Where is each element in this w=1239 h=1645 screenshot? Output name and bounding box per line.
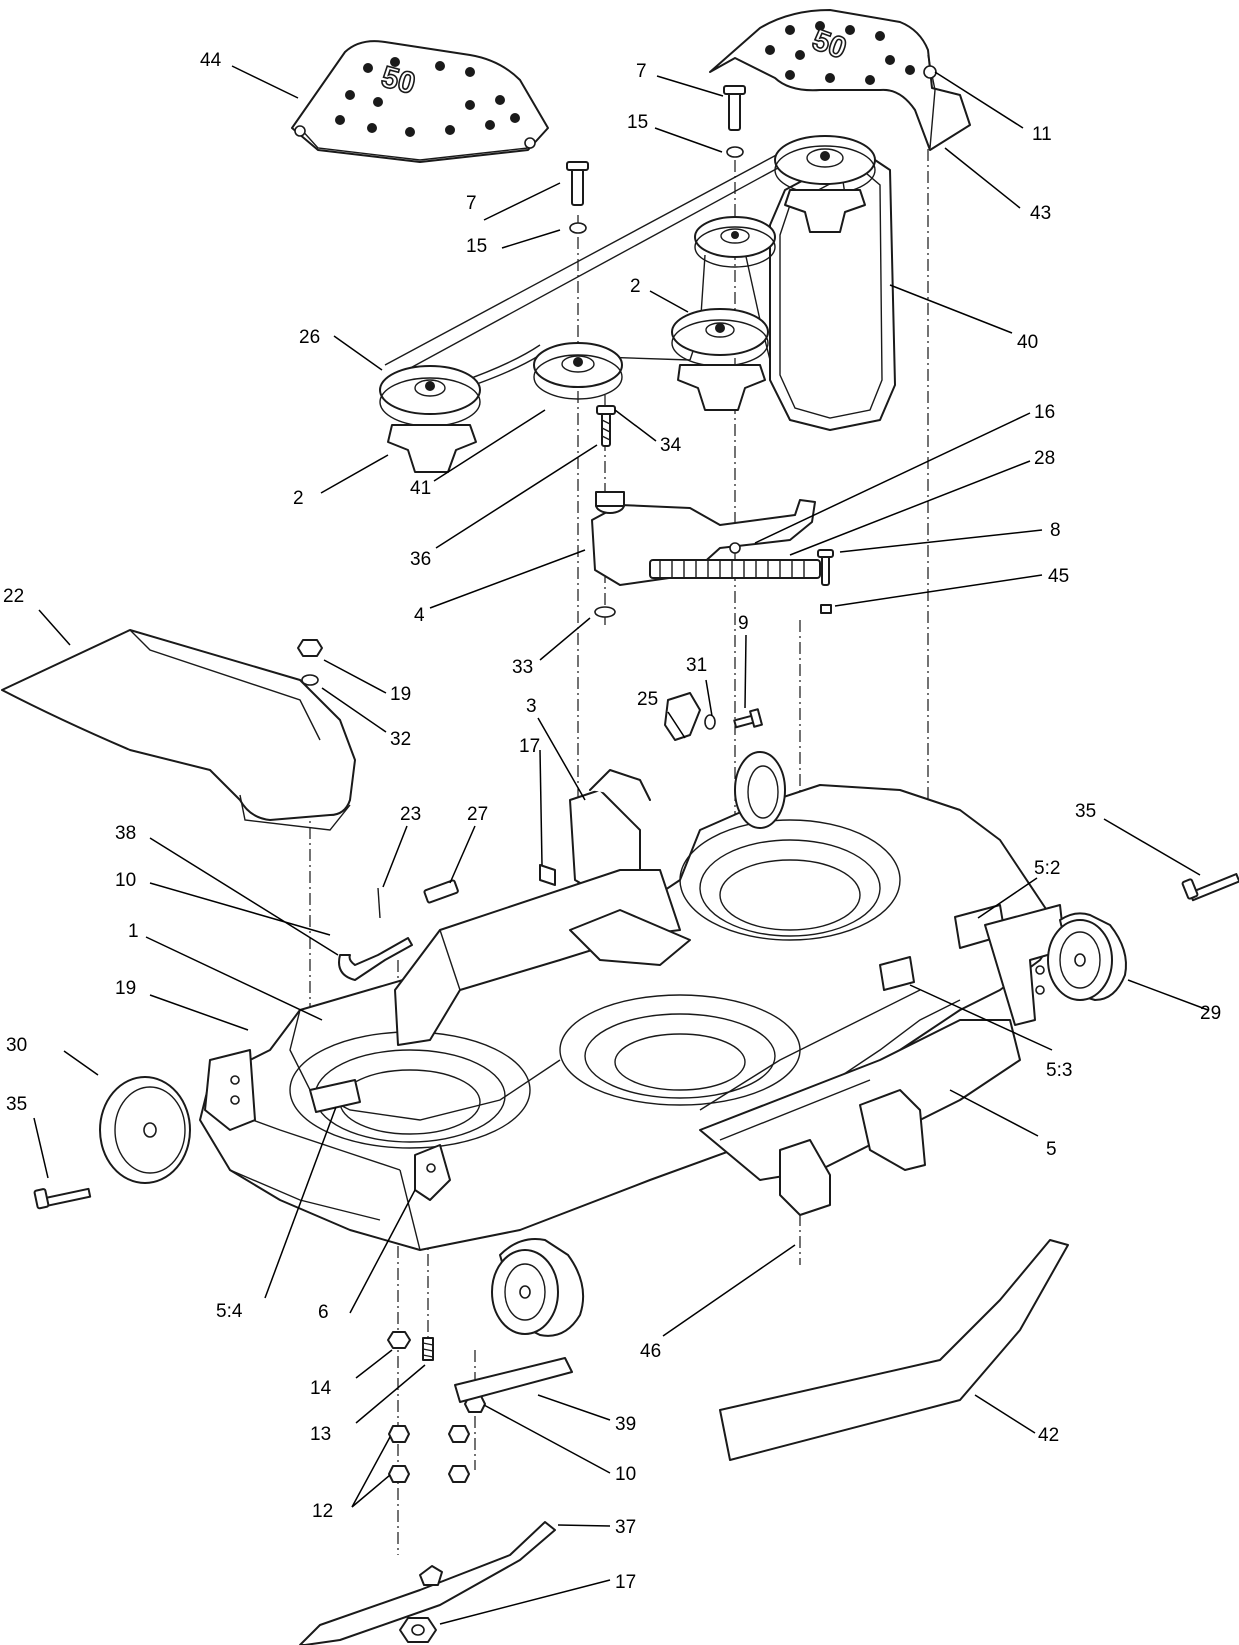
callout-17-top: 17 (519, 736, 540, 757)
axle-bolt-right (1181, 873, 1239, 902)
rear-wheel-bracket (859, 904, 1066, 1171)
callout-37: 37 (615, 1517, 636, 1538)
middle-spindle-pulley (671, 308, 769, 411)
front-left-wheel (99, 1076, 191, 1184)
washer (594, 606, 616, 618)
callout-labels: 44 7 15 11 43 7 15 2 40 26 34 16 28 2 41… (3, 50, 1221, 1593)
rear-hitch-bracket (779, 1139, 831, 1216)
callout-7-left: 7 (466, 193, 477, 214)
hairpin-and-spring (377, 879, 459, 919)
callout-36: 36 (410, 549, 431, 570)
callout-28: 28 (1034, 448, 1055, 469)
callout-3: 3 (526, 696, 537, 717)
callout-16: 16 (1034, 402, 1055, 423)
callout-22: 22 (3, 586, 24, 607)
callout-39: 39 (615, 1414, 636, 1435)
chute-nut (297, 639, 323, 686)
right-spindle-cover: 50 (709, 9, 971, 151)
cable-bracket-hardware (664, 692, 763, 741)
axle-bolt-left (33, 1187, 92, 1210)
callout-2-middle: 2 (630, 276, 641, 297)
callout-35-left: 35 (6, 1094, 27, 1115)
callout-15-left: 15 (466, 236, 487, 257)
callout-23: 23 (400, 804, 421, 825)
callout-5-2: 5:2 (1034, 858, 1060, 879)
callout-15-top-right: 15 (627, 112, 648, 133)
callout-leaders (33, 65, 1209, 1625)
center-idler-pulley (533, 342, 623, 400)
callout-17-bottom: 17 (615, 1572, 636, 1593)
callout-25: 25 (637, 689, 658, 710)
upper-idler-pulley (694, 216, 776, 268)
discharge-chute (1, 629, 356, 831)
callout-30: 30 (6, 1035, 27, 1056)
callout-38: 38 (115, 823, 136, 844)
callout-27: 27 (467, 804, 488, 825)
left-spindle-cover: 50 (291, 40, 549, 163)
callout-33: 33 (512, 657, 533, 678)
callout-32: 32 (390, 729, 411, 750)
callout-10-bottom: 10 (615, 1464, 636, 1485)
rear-left-wheel (491, 1238, 585, 1337)
callout-2-left: 2 (293, 488, 304, 509)
callout-10-top: 10 (115, 870, 136, 891)
idler-arm (591, 491, 816, 586)
mower-blade (299, 1521, 556, 1645)
callout-11: 11 (1032, 124, 1052, 145)
callout-34: 34 (660, 435, 682, 456)
callout-26: 26 (299, 327, 320, 348)
decal-5-4 (309, 1079, 361, 1113)
callout-5-3: 5:3 (1046, 1060, 1072, 1081)
callout-19-left: 19 (115, 978, 136, 999)
callout-7-top-right: 7 (636, 61, 647, 82)
callout-12: 12 (312, 1501, 333, 1522)
callout-13: 13 (310, 1424, 331, 1445)
callout-43: 43 (1030, 203, 1051, 224)
blade-nut (399, 1617, 437, 1643)
callout-40: 40 (1017, 332, 1038, 353)
callout-14: 14 (310, 1378, 332, 1399)
callout-46: 46 (640, 1341, 661, 1362)
callout-29: 29 (1200, 1003, 1221, 1024)
callout-5: 5 (1046, 1139, 1057, 1160)
callout-35-right: 35 (1075, 801, 1096, 822)
front-wheel-bracket (204, 1049, 256, 1131)
anti-scalp-wheel-top (734, 751, 786, 829)
tension-spring (649, 559, 821, 579)
center-bracket (414, 1144, 451, 1201)
callout-4: 4 (414, 605, 425, 626)
top-bolts (566, 85, 746, 234)
callout-6: 6 (318, 1302, 329, 1323)
callout-41: 41 (410, 478, 431, 499)
lower-spindle-hardware (387, 1331, 486, 1483)
front-lift-rail (394, 869, 691, 1046)
rear-right-wheel (1047, 912, 1127, 1001)
rear-baffle (719, 1239, 1069, 1461)
decal-5-3 (879, 956, 915, 991)
callout-9: 9 (738, 613, 749, 634)
callout-5-4: 5:4 (216, 1301, 243, 1322)
idler-bolt (596, 405, 616, 447)
callout-1: 1 (128, 921, 139, 942)
baffle-plate (454, 1357, 573, 1403)
left-spindle-pulley (379, 365, 481, 473)
callout-31: 31 (686, 655, 707, 676)
callout-44: 44 (200, 50, 222, 71)
callout-8: 8 (1050, 520, 1061, 541)
support-rod (338, 937, 413, 981)
callout-45: 45 (1048, 566, 1069, 587)
spring-bolt (817, 549, 834, 614)
callout-42: 42 (1038, 1425, 1059, 1446)
callout-19-top: 19 (390, 684, 411, 705)
right-spindle-pulley (774, 135, 876, 233)
